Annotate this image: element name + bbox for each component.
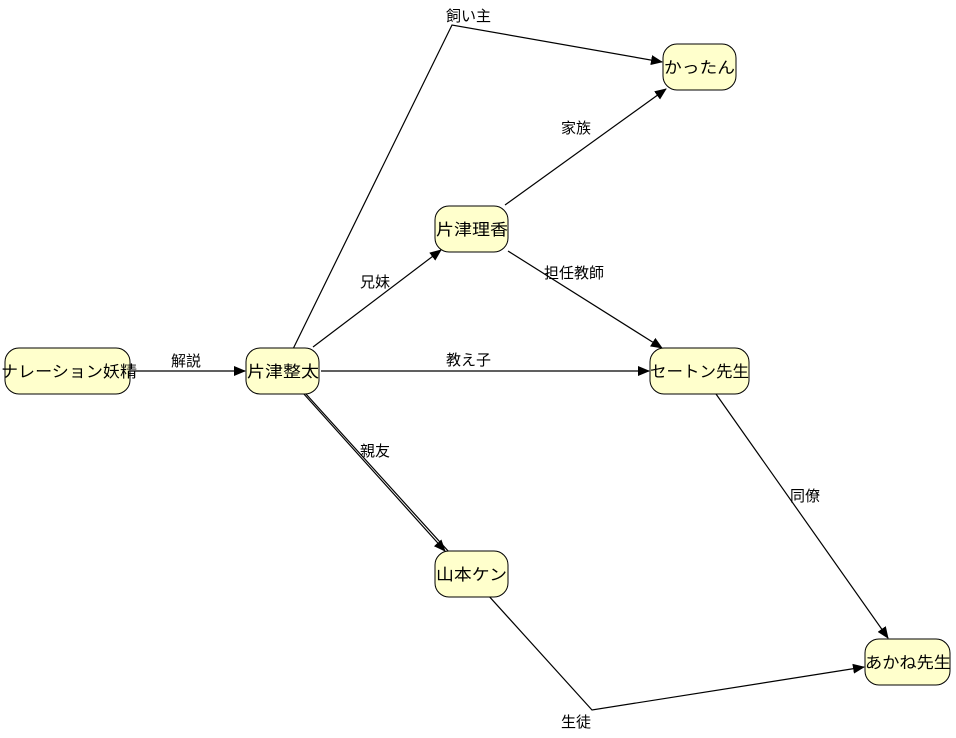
node-label-seton: セートン先生: [650, 362, 749, 381]
node-box-seton: [649, 347, 750, 395]
edge-shinyu: 親友: [302, 392, 446, 552]
edge-line-shinyu: [302, 392, 446, 552]
nodes-layer: ナレーション妖精 片津整太 片津理香 かったん セートン先生 山本ケン: [1, 43, 951, 686]
edge-label-shinyu: 親友: [360, 442, 390, 460]
node-box-akane: [864, 638, 951, 686]
node-label-narration: ナレーション妖精: [1, 362, 137, 381]
node-kattan[interactable]: かったん: [662, 43, 737, 91]
node-akane[interactable]: あかね先生: [864, 638, 951, 686]
edge-oshiego: 教え子: [321, 351, 650, 376]
node-box-kattan: [662, 43, 737, 91]
node-box-seita: [245, 347, 320, 395]
node-box-ken: [434, 550, 509, 598]
edge-label-kaisetsu: 解説: [171, 352, 201, 370]
edge-label-seito: 生徒: [561, 713, 591, 731]
edge-label-kaiinushi: 飼い主: [446, 7, 491, 25]
edge-line-kazoku: [504, 88, 667, 206]
edge-line-douryou: [715, 393, 889, 639]
edge-douryou: 同僚: [715, 393, 889, 639]
edge-label-douryou: 同僚: [790, 487, 820, 505]
node-box-rika: [434, 205, 509, 253]
node-narration[interactable]: ナレーション妖精: [1, 347, 137, 395]
edge-line-kaiinushi: [292, 24, 663, 350]
edge-seito: 生徒: [305, 393, 865, 731]
edge-kaisetsu: 解説: [131, 352, 246, 376]
edge-line-tannin: [507, 250, 663, 349]
node-label-seita: 片津整太: [247, 362, 319, 381]
edge-label-tannin: 担任教師: [544, 264, 604, 282]
node-label-akane: あかね先生: [865, 653, 951, 672]
edge-kazoku: 家族: [504, 88, 667, 206]
edges-layer: 解説 飼い主 兄妹 家族 担任教師 教え子 親友: [131, 7, 889, 731]
edge-kyoumai: 兄妹: [312, 249, 442, 348]
edge-label-kyoumai: 兄妹: [360, 273, 390, 291]
node-seita[interactable]: 片津整太: [245, 347, 320, 395]
node-label-ken: 山本ケン: [436, 565, 507, 584]
edge-label-oshiego: 教え子: [446, 351, 491, 369]
edge-label-kazoku: 家族: [561, 119, 591, 137]
edge-kaiinushi: 飼い主: [292, 7, 663, 350]
edge-line-kyoumai: [312, 249, 442, 348]
edge-line-seito: [305, 393, 865, 711]
node-ken[interactable]: 山本ケン: [434, 550, 509, 598]
edge-tannin: 担任教師: [507, 250, 663, 349]
node-rika[interactable]: 片津理香: [434, 205, 509, 253]
node-seton[interactable]: セートン先生: [649, 347, 750, 395]
node-label-rika: 片津理香: [436, 220, 508, 239]
node-label-kattan: かったん: [664, 58, 735, 77]
node-box-narration: [4, 347, 131, 395]
